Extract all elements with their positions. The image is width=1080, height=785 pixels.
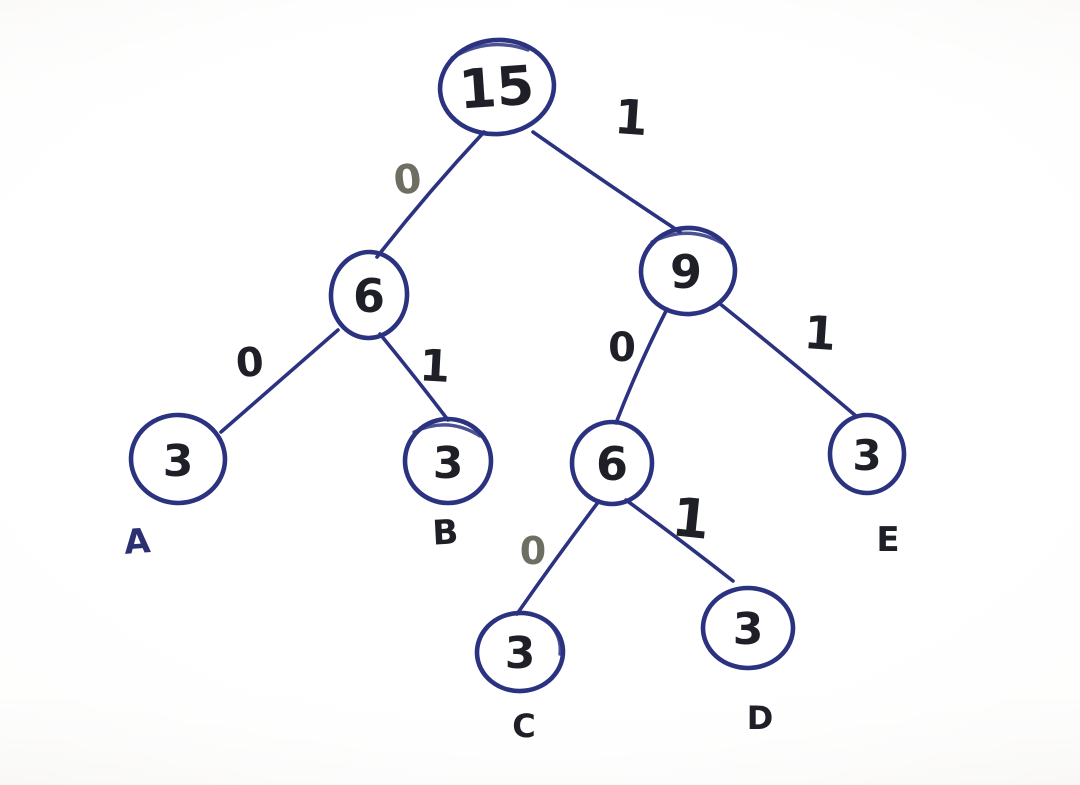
leaf-letter-b: B: [431, 512, 459, 553]
edge-9-to-e: [717, 301, 858, 418]
edge-6-to-d: [624, 498, 735, 583]
edge-label-6a: 0: [234, 339, 266, 387]
tree-node-right-internal-9: 9: [638, 225, 738, 317]
edge-6-to-b: [378, 332, 450, 422]
leaf-letter-e: E: [876, 520, 899, 560]
leaf-letter-d: D: [747, 699, 774, 737]
node-circle-6-inner: [569, 419, 655, 507]
hand-retrace-stroke: [546, 620, 562, 656]
tree-node-leaf-c: 3 C: [474, 610, 566, 745]
tree-node-leaf-a: 3 A: [123, 412, 228, 563]
node-value-6: 6: [353, 269, 385, 323]
tree-node-left-internal-6: 6: [328, 249, 410, 341]
node-value-15: 15: [457, 53, 536, 121]
edge-6-to-c: [515, 499, 601, 616]
edge-label-root-left: 0: [391, 156, 423, 205]
leaf-letter-c: C: [512, 707, 535, 745]
node-circle-6: [328, 249, 410, 341]
edge-label-9e: 1: [802, 305, 838, 361]
node-circle-15: [437, 37, 557, 137]
hand-retrace-stroke: [650, 231, 724, 245]
node-circle-3c: [474, 610, 566, 694]
tree-node-leaf-b: 3 B: [402, 416, 494, 554]
node-circle-9: [638, 225, 738, 317]
node-value-3a: 3: [163, 436, 194, 487]
leaf-letter-a: A: [123, 521, 153, 563]
node-value-9: 9: [670, 245, 702, 299]
edge-label-6b: 1: [418, 340, 451, 393]
edge-label-6c: 0: [520, 529, 546, 573]
edge-label-root-right: 1: [613, 89, 650, 147]
edge-root-right: [531, 130, 682, 234]
node-value-6-inner: 6: [596, 437, 628, 491]
tree-node-leaf-d: 3 D: [700, 585, 796, 737]
hand-retrace-stroke: [450, 42, 530, 60]
edge-labels: 0 1 0 1 0 1 0 1: [234, 89, 838, 573]
edge-root-left: [375, 130, 486, 259]
edge-label-6d: 1: [669, 485, 713, 552]
node-value-3b: 3: [433, 438, 464, 489]
edge-9-to-6: [614, 307, 669, 425]
hand-retrace-stroke: [412, 423, 482, 438]
edge-6-to-a: [219, 328, 340, 434]
tree-edges: [219, 130, 858, 616]
node-circle-3d: [700, 585, 796, 671]
tree-node-leaf-e: 3 E: [827, 412, 907, 560]
node-circle-3a: [128, 412, 228, 506]
node-circle-3e: [827, 412, 907, 496]
node-circle-3b: [402, 416, 494, 506]
node-value-3c: 3: [505, 628, 536, 679]
edge-label-96: 0: [608, 325, 636, 371]
tree-node-mid-internal-6: 6: [569, 419, 655, 507]
node-value-3d: 3: [733, 604, 764, 655]
node-value-3e: 3: [852, 431, 881, 480]
tree-node-root: 15: [437, 37, 557, 137]
